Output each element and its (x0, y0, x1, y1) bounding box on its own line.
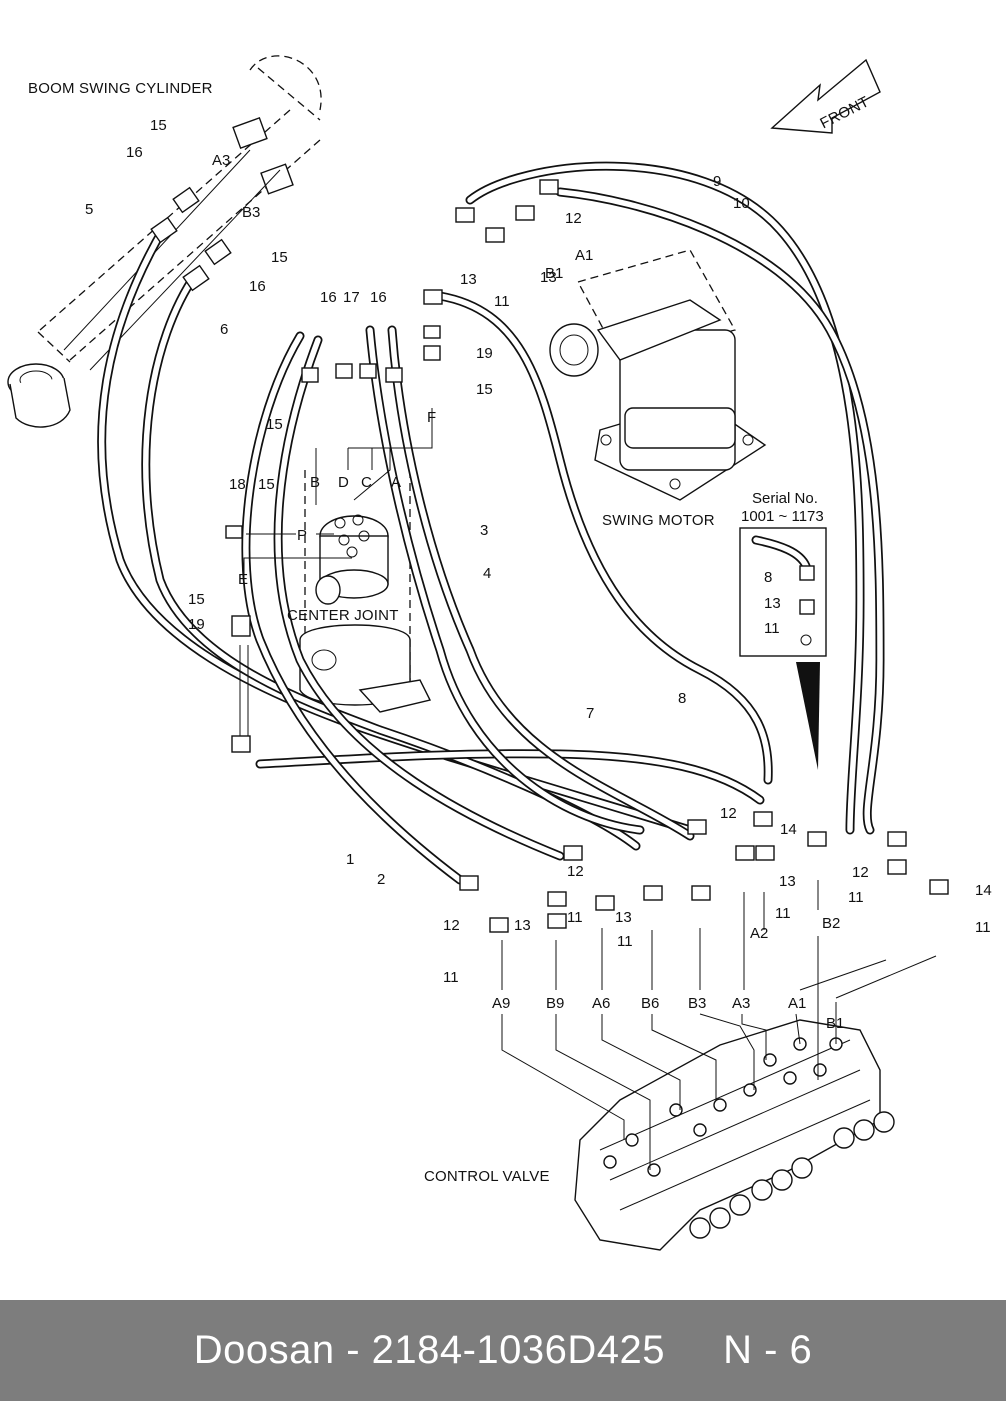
part-number-13: 13 (460, 271, 477, 288)
port-cj-d: D (338, 474, 349, 491)
part-number-8: 8 (678, 690, 686, 707)
part-number-19: 19 (476, 345, 493, 362)
serial-title: Serial No. (752, 490, 818, 507)
valve-spools (689, 1111, 895, 1239)
part-number-16: 16 (370, 289, 387, 306)
footer-part-number: Doosan - 2184-1036D425 N - 6 (193, 1328, 813, 1372)
front-arrow: FRONT (770, 58, 881, 134)
part-number-1: 1 (346, 851, 354, 868)
swing-motor (549, 249, 767, 501)
part-number-16: 16 (126, 144, 143, 161)
part-number-12: 12 (565, 210, 582, 227)
part-number-11: 11 (494, 293, 510, 310)
port-cj-b: B (310, 474, 320, 491)
part-number-12: 12 (443, 917, 460, 934)
serial-item-8: 8 (764, 569, 772, 586)
port-cj-c: C (361, 474, 372, 491)
part-number-11: 11 (775, 905, 791, 922)
boom-swing-cylinder (7, 55, 322, 428)
fittings (150, 179, 949, 933)
part-number-16: 16 (320, 289, 337, 306)
port-cj-a: A (391, 474, 401, 491)
footer-bar: Doosan - 2184-1036D425 N - 6 (0, 1300, 1006, 1401)
swing-motor-label: SWING MOTOR (602, 512, 715, 529)
part-number-11: 11 (617, 933, 633, 950)
part-number-15: 15 (476, 381, 493, 398)
part-number-11: 11 (848, 889, 864, 906)
port-cj-e: E (238, 571, 248, 588)
part-number-12: 12 (567, 863, 584, 880)
part-number-13: 13 (514, 917, 531, 934)
part-callouts: 1 2 3 4 5 6 7 8 9 10 11 12 13 14 15 16 1… (85, 117, 992, 986)
part-number-16: 16 (249, 278, 266, 295)
part-number-5: 5 (85, 201, 93, 218)
part-number-15: 15 (150, 117, 167, 134)
part-number-15: 15 (266, 416, 283, 433)
control-valve-label: CONTROL VALVE (424, 1168, 550, 1185)
port-cyl-a3: A3 (212, 152, 230, 169)
part-number-10: 10 (733, 195, 750, 212)
part-number-11: 11 (443, 969, 459, 986)
part-number-11: 11 (567, 909, 583, 926)
port-valve-a3: A3 (732, 995, 750, 1012)
part-number-15: 15 (258, 476, 275, 493)
part-number-6: 6 (220, 321, 228, 338)
boom-swing-cylinder-label: BOOM SWING CYLINDER (28, 80, 213, 97)
port-hose-b2: B2 (822, 915, 840, 932)
part-number-12: 12 (720, 805, 737, 822)
port-motor-b1: B1 (545, 265, 563, 282)
port-valve-a6: A6 (592, 995, 610, 1012)
hoses (97, 161, 885, 885)
serial-range: 1001 ~ 1173 (741, 508, 824, 525)
port-cj-p: P (297, 527, 307, 544)
hydraulic-parts-diagram: FRONT (7, 55, 992, 1251)
port-valve-a9: A9 (492, 995, 510, 1012)
part-number-9: 9 (713, 173, 721, 190)
port-valve-b9: B9 (546, 995, 564, 1012)
part-number-15: 15 (271, 249, 288, 266)
port-valve-a1: A1 (788, 995, 806, 1012)
control-valve (574, 1019, 895, 1251)
part-number-11: 11 (975, 919, 991, 936)
part-number-12: 12 (852, 864, 869, 881)
part-number-19: 19 (188, 616, 205, 633)
port-cj-f: F (427, 409, 436, 426)
serial-inset: Serial No. 1001 ~ 1173 8 13 11 (739, 490, 827, 770)
center-joint (299, 470, 432, 713)
part-number-4: 4 (483, 565, 491, 582)
part-number-13: 13 (615, 909, 632, 926)
port-valve-b1: B1 (826, 1015, 844, 1032)
serial-item-13: 13 (764, 595, 781, 612)
center-joint-label: CENTER JOINT (287, 607, 399, 624)
port-valve-b6: B6 (641, 995, 659, 1012)
part-number-14: 14 (780, 821, 797, 838)
serial-item-11: 11 (764, 620, 780, 637)
part-number-18: 18 (229, 476, 246, 493)
port-hose-a2: A2 (750, 925, 768, 942)
part-number-14: 14 (975, 882, 992, 899)
port-cyl-b3: B3 (242, 204, 260, 221)
port-leader-lines (243, 408, 937, 1170)
part-number-15: 15 (188, 591, 205, 608)
port-labels: A3 B3 A1 B1 B D C A F P E A2 B2 A9 B9 A6… (212, 152, 844, 1032)
part-number-17: 17 (343, 289, 360, 306)
part-number-13: 13 (779, 873, 796, 890)
port-motor-a1: A1 (575, 247, 593, 264)
port-valve-b3: B3 (688, 995, 706, 1012)
part-number-3: 3 (480, 522, 488, 539)
part-number-2: 2 (377, 871, 385, 888)
part-number-7: 7 (586, 705, 594, 722)
part-number-13: 13 (540, 269, 557, 286)
